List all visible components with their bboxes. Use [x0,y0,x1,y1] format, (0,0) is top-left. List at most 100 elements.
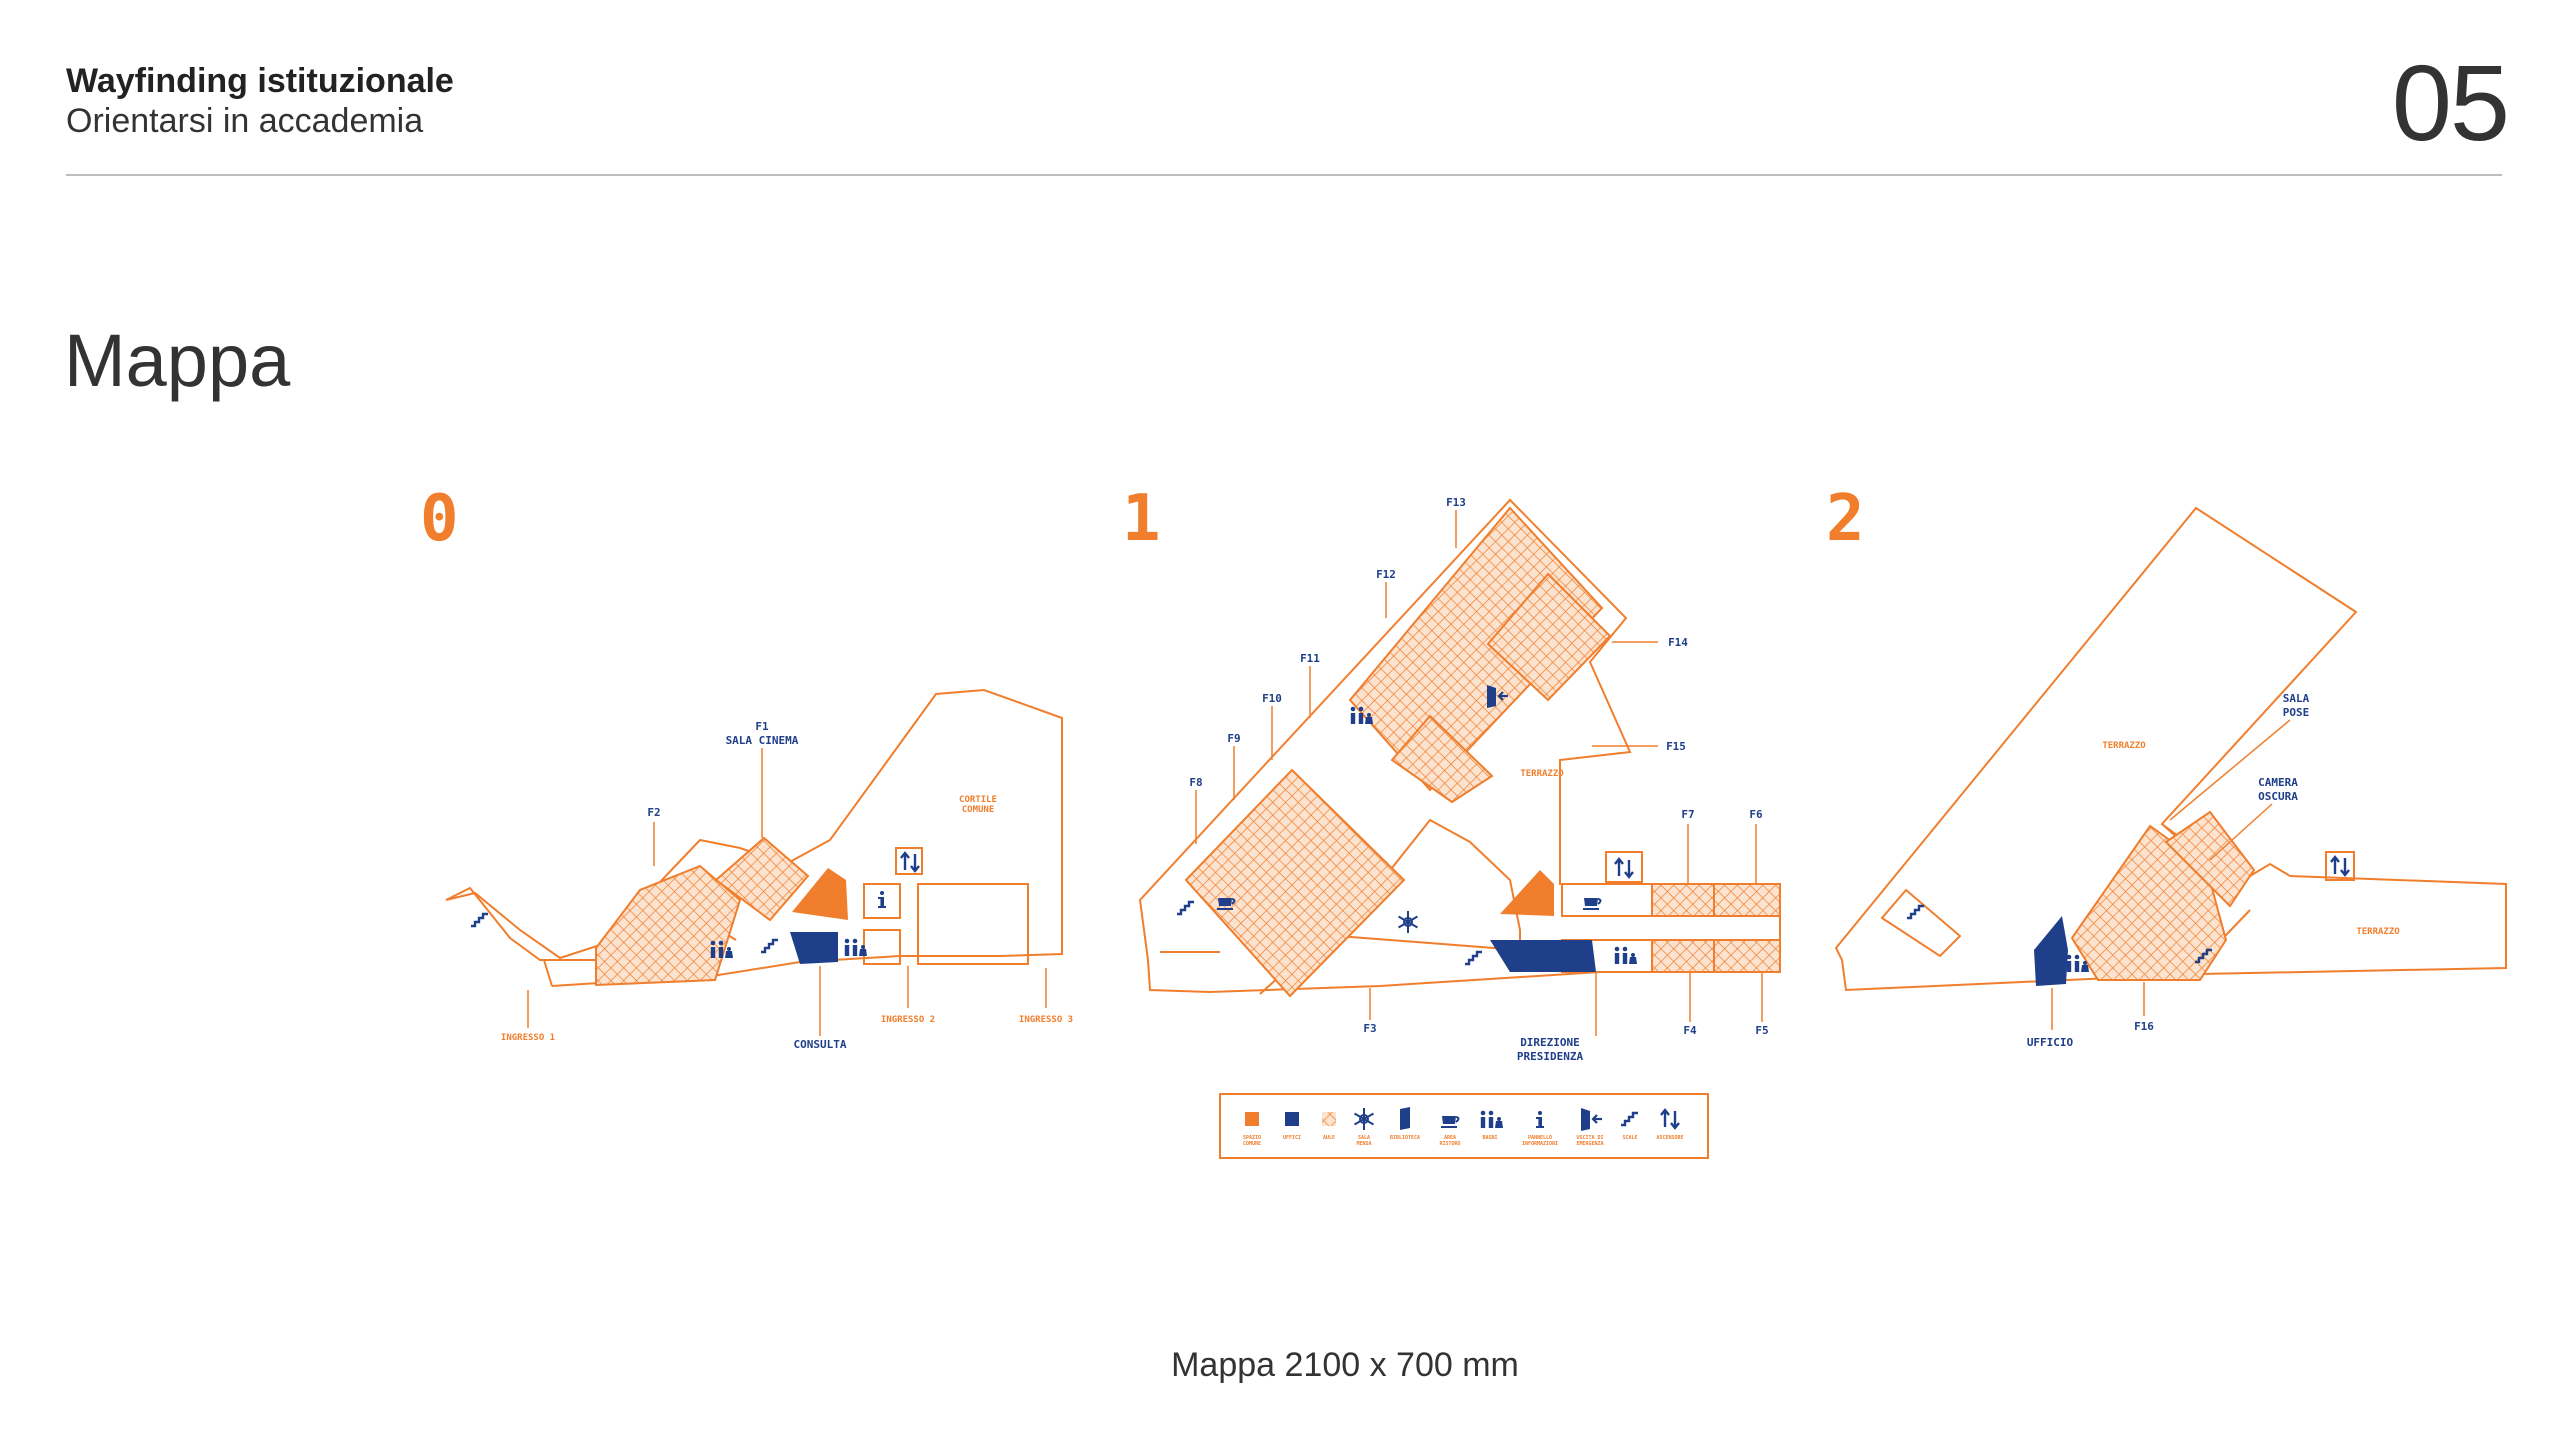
legend-label-info-2: INFORMAZIONI [1522,1141,1558,1147]
exit-icon [1579,1106,1604,1133]
orange-square-icon [1245,1112,1259,1126]
restroom-icon [1480,1110,1503,1128]
floor-1-office-direzione [1490,940,1596,972]
legend-label-common: SPAZIO [1243,1135,1261,1141]
header-divider [66,174,2502,176]
floor-1-label-f6: F6 [1749,808,1763,821]
floor-2-label-pose: POSE [2283,706,2310,719]
legend-label-info: PANNELLO [1528,1135,1552,1141]
floor-1-label-presidenza: PRESIDENZA [1517,1050,1584,1063]
floor-1-label-direzione: DIREZIONE [1520,1036,1580,1049]
info-icon [1536,1111,1544,1128]
legend-label-common-2: COMUNE [1243,1141,1261,1147]
elevator-icon [2329,855,2351,877]
floor-1-classroom-f4 [1651,939,1715,973]
floor-1-classroom-f5 [1713,939,1781,973]
floor-0-label-cortile: CORTILE [959,795,997,805]
blue-square-icon [1285,1112,1299,1126]
elevator-icon [899,851,921,873]
floor-1-label-f3: F3 [1363,1022,1376,1035]
floor-1-classroom-f6 [1713,883,1781,917]
floor-1-classroom-f14 [1486,572,1612,702]
elevator-icon [1659,1108,1681,1130]
legend-label-library: BIBLIOTECA [1390,1135,1420,1141]
floor-1-label-f8: F8 [1189,776,1202,789]
legend-label-mensa: SALA [1358,1135,1370,1141]
stairs-icon [469,912,490,928]
floor-0-number: 0 [420,482,459,556]
restroom-icon [710,940,733,958]
map-legend: SPAZIO COMUNE UFFICI AULE SALA MENSA BIB… [1219,1093,1709,1159]
floor-2-label-f16: F16 [2134,1020,2154,1033]
hatch-icon [1322,1112,1336,1126]
snowflake-icon [1397,910,1419,934]
legend-label-mensa-2: MENSA [1356,1141,1371,1147]
legend-label-offices: UFFICI [1283,1135,1301,1141]
floor-0-label-ingresso-1: INGRESSO 1 [501,1033,555,1043]
floor-0-office-consulta [790,932,838,964]
coffee-icon [1582,897,1602,911]
legend-label-classrooms: AULE [1323,1135,1335,1141]
stairs-icon [1175,900,1196,916]
legend-label-ristoro-2: RISTORO [1439,1141,1460,1147]
stairs-icon [1463,950,1484,966]
floor-2-label-oscura: OSCURA [2258,790,2298,803]
floor-0-label-f2: F2 [647,806,660,819]
snowflake-icon [1353,1107,1375,1131]
header-title: Wayfinding istituzionale [66,62,454,100]
floor-1-label-f7: F7 [1681,808,1694,821]
floor-1-classroom-f7 [1651,883,1715,917]
floor-1-classroom-block-a [1184,768,1406,998]
elevator-icon [1613,857,1635,879]
floor-1-label-f12: F12 [1376,568,1396,581]
floor-1-label-f9: F9 [1227,732,1240,745]
restroom-icon [1614,946,1637,964]
stairs-icon [759,938,780,954]
book-icon [1400,1107,1410,1130]
floor-0-label-consulta: CONSULTA [794,1038,847,1051]
floor-0-map: 0 [420,482,1073,1051]
floor-0-label-comune: COMUNE [962,805,995,815]
page-number: 05 [2391,42,2510,163]
floor-2-label-camera: CAMERA [2258,776,2298,789]
floor-2-number: 2 [1826,482,1865,556]
floor-0-classroom-f1 [714,836,810,922]
floor-1-label-f5: F5 [1755,1024,1768,1037]
stairs-icon [1619,1111,1640,1127]
floor-0-classroom-f2 [595,864,742,987]
stairs-icon [1905,904,1926,920]
floor-0-label-f1: F1 [755,720,769,733]
floor-2-label-terrazzo-b: TERRAZZO [2356,927,2400,937]
floor-1-classroom-f15 [1390,714,1494,804]
floor-1-label-f4: F4 [1683,1024,1697,1037]
legend-label-ristoro: AREA [1444,1135,1456,1141]
header-subtitle: Orientarsi in accademia [66,102,424,140]
floor-1-label-f11: F11 [1300,652,1320,665]
floor-2-label-terrazzo-a: TERRAZZO [2102,741,2146,751]
legend-label-elevator: ASCENSORE [1656,1135,1683,1141]
floor-2-label-ufficio: UFFICIO [2027,1036,2074,1049]
legend-label-exit-2: EMERGENZA [1576,1141,1603,1147]
legend-label-exit: USCITA DI [1576,1135,1603,1141]
floor-1-number: 1 [1122,482,1161,556]
map-caption: Mappa 2100 x 700 mm [1171,1346,1519,1384]
legend-label-bathrooms: BAGNI [1482,1135,1497,1141]
floor-2-map: 2 TERRAZZO SALA POSE CAMERA OSCURA TERRA… [1826,482,2507,1049]
info-icon [878,891,886,908]
floor-2-label-sala: SALA [2283,692,2310,705]
floor-1-label-f10: F10 [1262,692,1282,705]
floor-1-common-space [1500,870,1554,916]
floor-1-label-f15: F15 [1666,740,1686,753]
floor-1-map: 1 [1122,482,1781,1063]
section-title: Mappa [64,319,291,402]
coffee-icon [1440,1115,1460,1129]
floor-1-label-terrazzo: TERRAZZO [1520,769,1564,779]
legend-label-stairs: SCALE [1622,1135,1637,1141]
floor-0-label-sala-cinema: SALA CINEMA [726,734,799,747]
floor-2-office-ufficio [2034,916,2068,986]
floor-0-label-ingresso-2: INGRESSO 2 [881,1015,935,1025]
floor-1-label-f14: F14 [1668,636,1688,649]
floor-1-label-f13: F13 [1446,496,1466,509]
floor-0-label-ingresso-3: INGRESSO 3 [1019,1015,1073,1025]
